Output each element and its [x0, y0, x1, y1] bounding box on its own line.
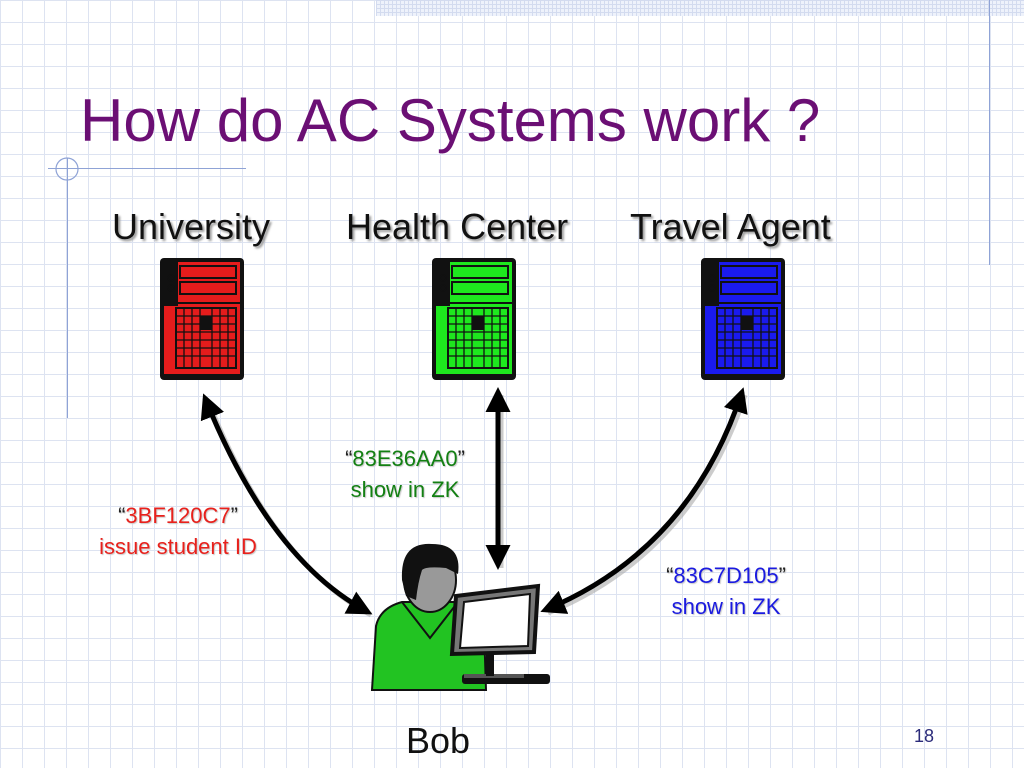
org-label-travel-agent: Travel Agent [630, 206, 831, 247]
decorative-rule-horizontal [48, 168, 246, 169]
university-server-icon [160, 258, 244, 380]
credential-caption: show in ZK [350, 477, 460, 502]
decorative-rule-right [989, 0, 990, 265]
credential-caption: issue student ID [99, 534, 257, 559]
page-number: 18 [914, 726, 935, 746]
decorative-rule-left [67, 158, 68, 418]
header-band [376, 0, 1024, 16]
credential-label-travel-agent: “83C7D105” show in ZK [638, 560, 814, 622]
org-label-health-center: Health Center [346, 206, 569, 247]
health-center-server-icon [432, 258, 516, 380]
user-label-bob: Bob [406, 720, 471, 761]
slide-title: How do AC Systems work ? [80, 87, 821, 154]
org-label-university: University [112, 206, 271, 247]
credential-caption: show in ZK [671, 594, 781, 619]
person-at-computer-icon [370, 543, 550, 691]
credential-id: 83E36AA0 [352, 446, 458, 471]
arrow-travel-agent-bob [540, 387, 748, 614]
crosshair-ornament-icon [55, 157, 79, 181]
travel-agent-server-icon [701, 258, 785, 380]
arrow-university-bob [200, 393, 373, 615]
credential-label-health-center: “83E36AA0” show in ZK [320, 443, 490, 505]
credential-id: 3BF120C7 [125, 503, 231, 528]
credential-label-university: “3BF120C7” issue student ID [78, 500, 278, 562]
credential-id: 83C7D105 [673, 563, 779, 588]
